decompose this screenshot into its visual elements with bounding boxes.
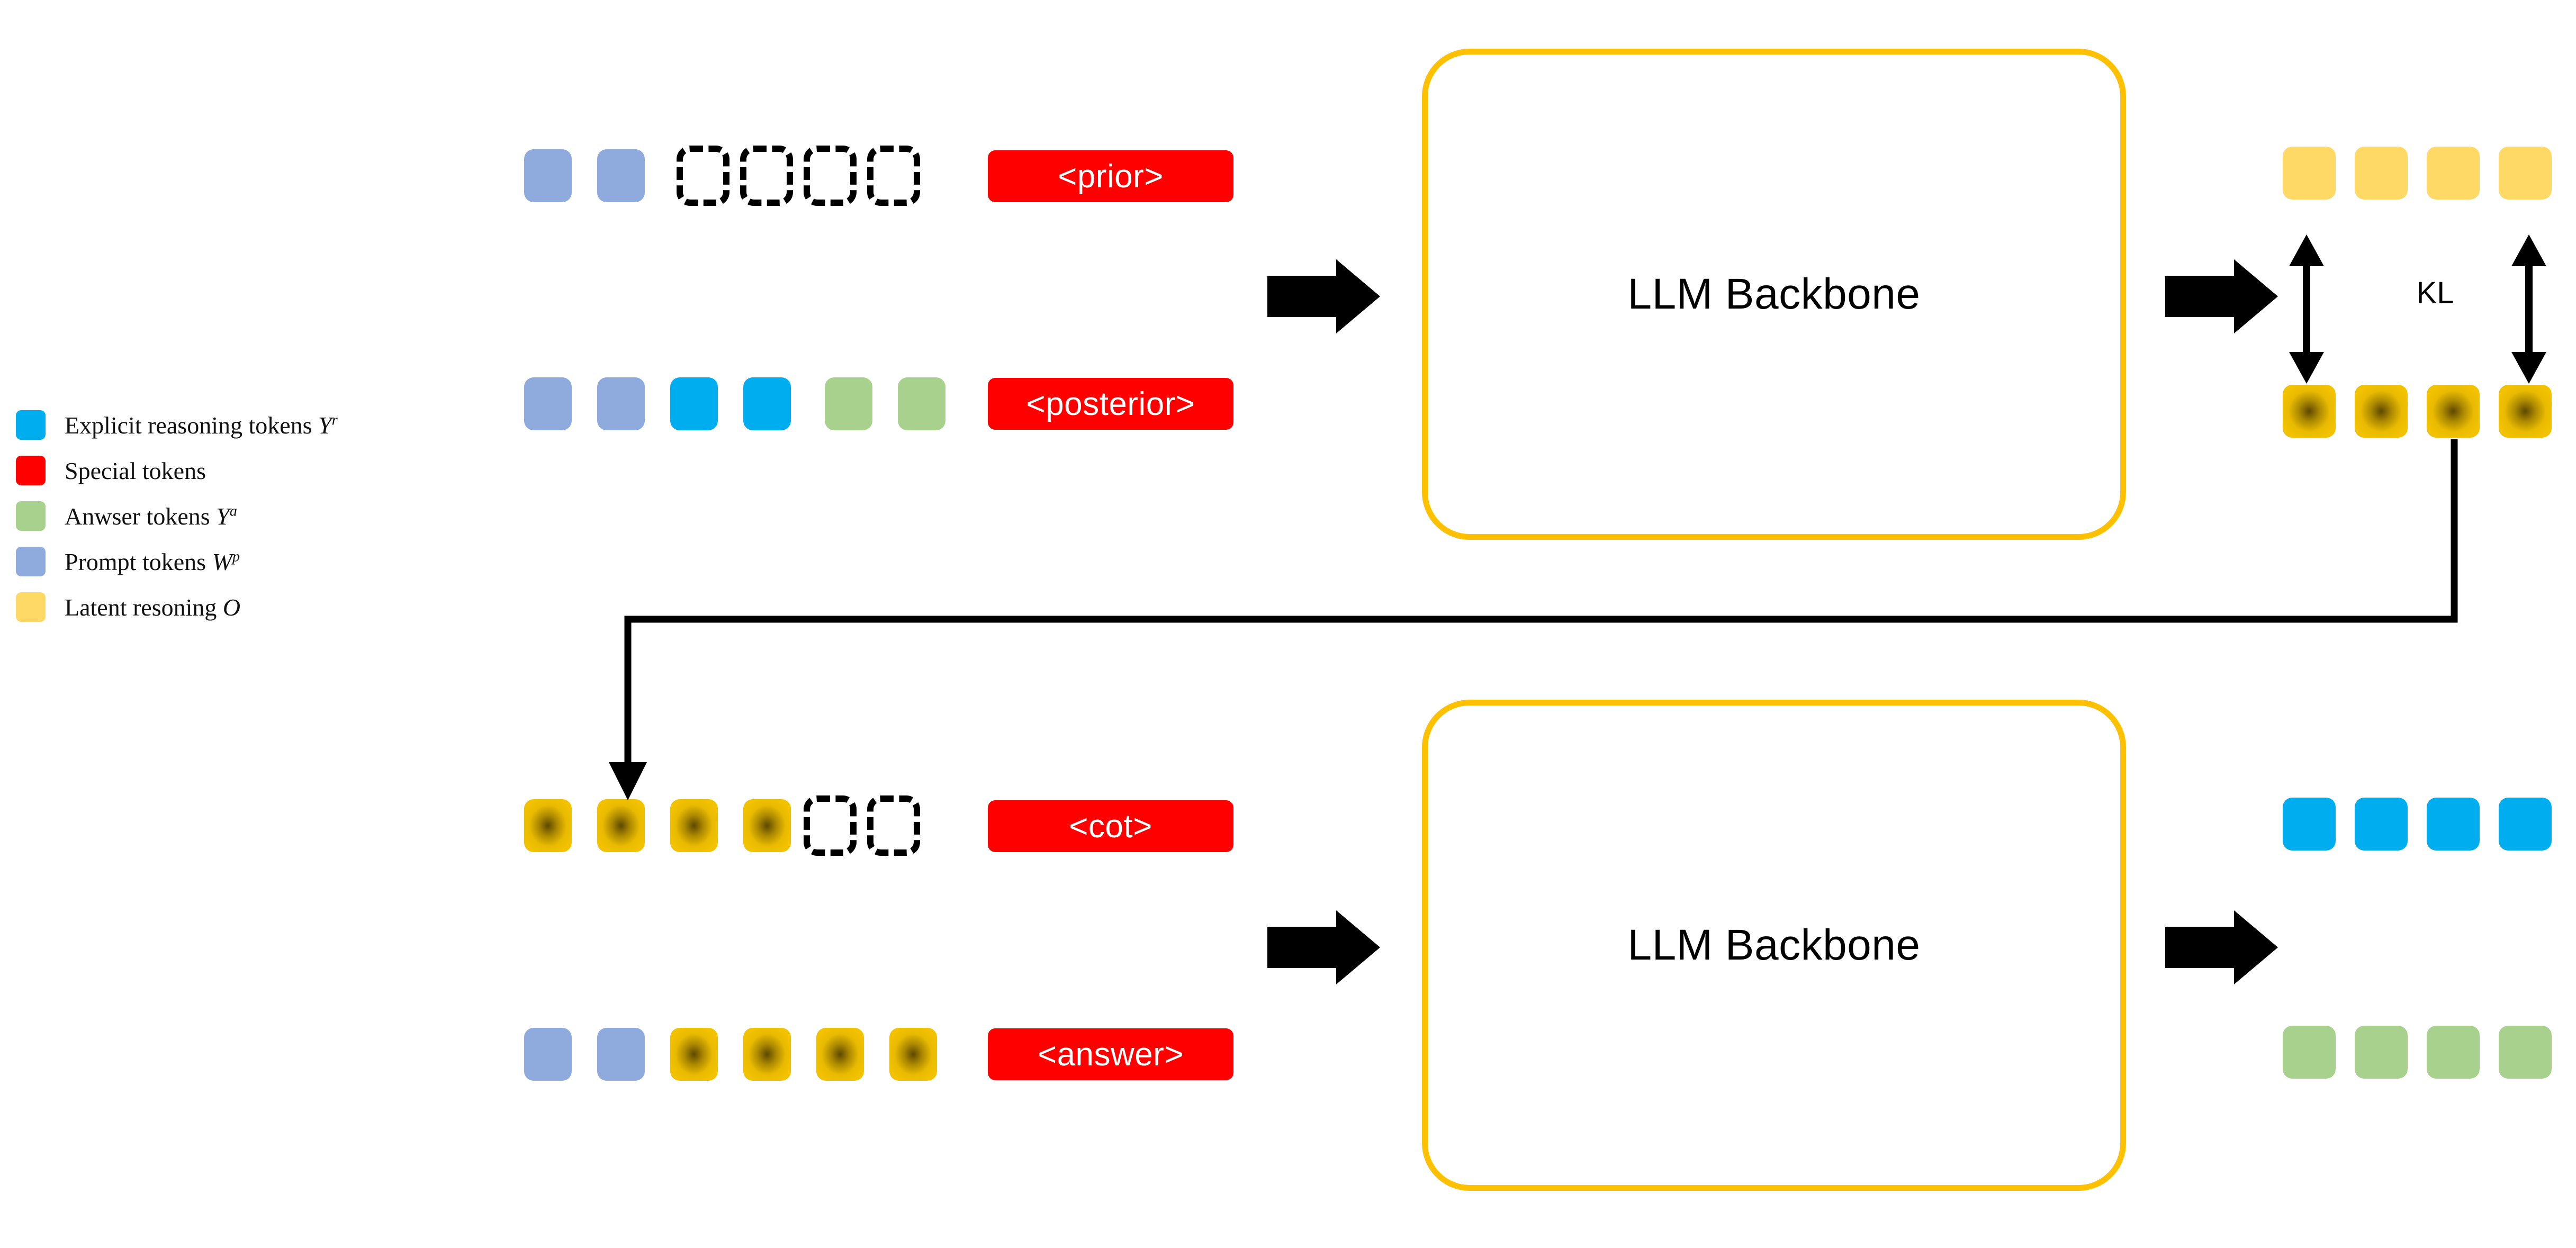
token-latent [2355,147,2408,200]
legend-text-prompt: Prompt tokens [65,548,212,575]
token-placeholder-dashed [867,146,920,206]
token-latent-sampled [2427,385,2480,438]
token-answer [2355,1026,2408,1079]
legend: Explicit reasoning tokens Yr Special tok… [16,402,418,630]
llm-backbone-bottom: LLM Backbone [1422,700,2126,1191]
legend-item-explicit-reasoning: Explicit reasoning tokens Yr [16,402,418,448]
llm-backbone-top: LLM Backbone [1422,49,2126,540]
legend-swatch-latent-icon [16,592,46,622]
legend-sup-prompt: p [232,548,240,565]
token-latent [2499,147,2552,200]
token-answer [825,377,872,430]
token-prompt [524,377,572,430]
legend-swatch-special-icon [16,456,46,485]
token-latent-sampled [670,1028,718,1081]
legend-swatch-explicit-reasoning-icon [16,410,46,440]
legend-symbol-prompt: W [212,548,232,575]
block-arrow-right-icon [2165,259,2278,333]
legend-swatch-prompt-icon [16,547,46,576]
llm-backbone-top-label: LLM Backbone [1627,270,1921,318]
legend-symbol-latent: O [222,593,241,621]
token-explicit-reasoning [2499,798,2552,851]
token-latent-sampled [743,799,791,852]
token-latent [2283,147,2336,200]
token-latent-sampled [524,799,572,852]
legend-label-explicit-reasoning: Explicit reasoning tokens Yr [65,411,338,439]
token-prompt [597,1028,645,1081]
legend-text-explicit-reasoning: Explicit reasoning tokens [65,411,319,439]
legend-text-answer: Anwser tokens [65,502,217,530]
token-latent-sampled [743,1028,791,1081]
token-latent-sampled [816,1028,864,1081]
token-latent-sampled [889,1028,937,1081]
token-explicit-reasoning [2283,798,2336,851]
legend-label-latent: Latent resoning O [65,593,240,621]
token-prompt [597,149,645,202]
token-prompt [524,1028,572,1081]
token-explicit-reasoning [2427,798,2480,851]
legend-sup-answer: a [229,503,238,520]
token-explicit-reasoning [743,377,791,430]
token-answer [2427,1026,2480,1079]
legend-symbol-answer: Y [216,502,230,530]
legend-item-answer: Anwser tokens Ya [16,493,418,539]
special-tag-answer[interactable]: <answer> [988,1028,1233,1080]
token-placeholder-dashed [804,146,857,206]
token-placeholder-dashed [677,146,729,206]
token-latent-sampled [2283,385,2336,438]
token-latent-sampled [597,799,645,852]
token-latent [2427,147,2480,200]
token-placeholder-dashed [804,795,857,856]
legend-label-special: Special tokens [65,457,206,485]
legend-swatch-answer-icon [16,501,46,531]
kl-arrow-left-icon [2289,234,2324,384]
legend-text-latent: Latent resoning [65,593,223,621]
legend-label-answer: Anwser tokens Ya [65,502,237,530]
token-latent-sampled [2355,385,2408,438]
legend-symbol-explicit-reasoning: Y [318,411,332,439]
kl-divergence-label: KL [2416,276,2454,310]
token-answer [2283,1026,2336,1079]
legend-label-prompt: Prompt tokens Wp [65,548,240,576]
token-answer [2499,1026,2552,1079]
legend-item-prompt: Prompt tokens Wp [16,539,418,584]
special-tag-cot[interactable]: <cot> [988,800,1233,852]
llm-backbone-bottom-label: LLM Backbone [1627,921,1921,969]
block-arrow-right-icon [1267,910,1380,984]
legend-item-latent: Latent resoning O [16,584,418,630]
special-tag-prior[interactable]: <prior> [988,150,1233,202]
token-placeholder-dashed [867,795,920,856]
token-placeholder-dashed [740,146,793,206]
legend-text-special: Special tokens [65,457,206,484]
token-explicit-reasoning [670,377,718,430]
legend-item-special: Special tokens [16,448,418,493]
token-latent-sampled [670,799,718,852]
token-answer [898,377,945,430]
legend-sup-explicit-reasoning: r [331,412,338,429]
kl-arrow-right-icon [2511,234,2546,384]
block-arrow-right-icon [1267,259,1380,333]
block-arrow-right-icon [2165,910,2278,984]
special-tag-posterior[interactable]: <posterior> [988,378,1233,430]
token-explicit-reasoning [2355,798,2408,851]
token-prompt [524,149,572,202]
token-latent-sampled [2499,385,2552,438]
token-prompt [597,377,645,430]
